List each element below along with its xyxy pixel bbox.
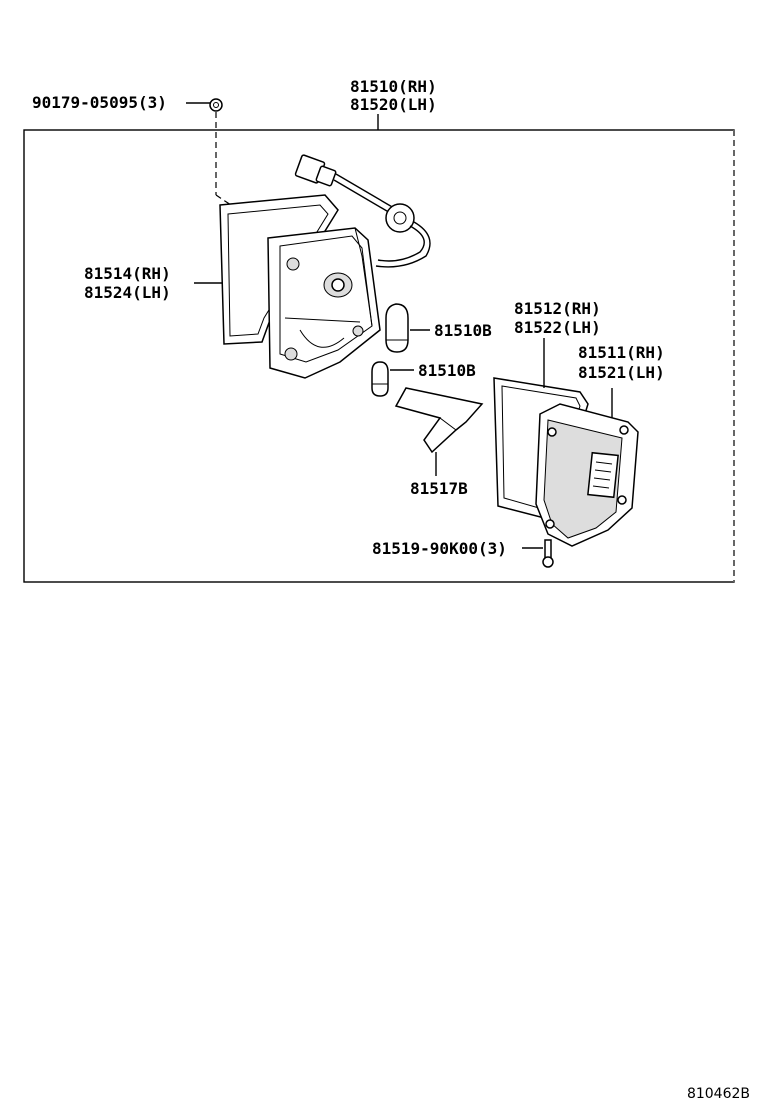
label-screw-bottom: 81519-90K00(3) (372, 539, 507, 558)
label-assembly-rh: 81510(RH) (350, 77, 437, 96)
reflector-part (394, 387, 484, 454)
label-lens-gasket-rh: 81512(RH) (514, 299, 601, 318)
label-bulb-upper: 81510B (434, 321, 492, 340)
label-lens-gasket-lh: 81522(LH) (514, 318, 601, 337)
reference-code: 810462B (687, 1086, 750, 1102)
lamp-housing (267, 227, 381, 379)
label-lens-lh: 81521(LH) (578, 363, 665, 382)
lamp-lens (535, 403, 639, 547)
screw-top-icon (209, 98, 223, 112)
wiring-harness (294, 154, 431, 268)
bulb-upper (385, 303, 409, 353)
label-reflector: 81517B (410, 479, 468, 498)
screw-bottom-icon (542, 539, 554, 568)
label-screw-top: 90179-05095(3) (32, 93, 167, 112)
label-gasket-rh: 81514(RH) (84, 264, 171, 283)
label-gasket-lh: 81524(LH) (84, 283, 171, 302)
bulb-lower (371, 361, 389, 397)
label-assembly-lh: 81520(LH) (350, 95, 437, 114)
label-lens-rh: 81511(RH) (578, 343, 665, 362)
label-bulb-lower: 81510B (418, 361, 476, 380)
